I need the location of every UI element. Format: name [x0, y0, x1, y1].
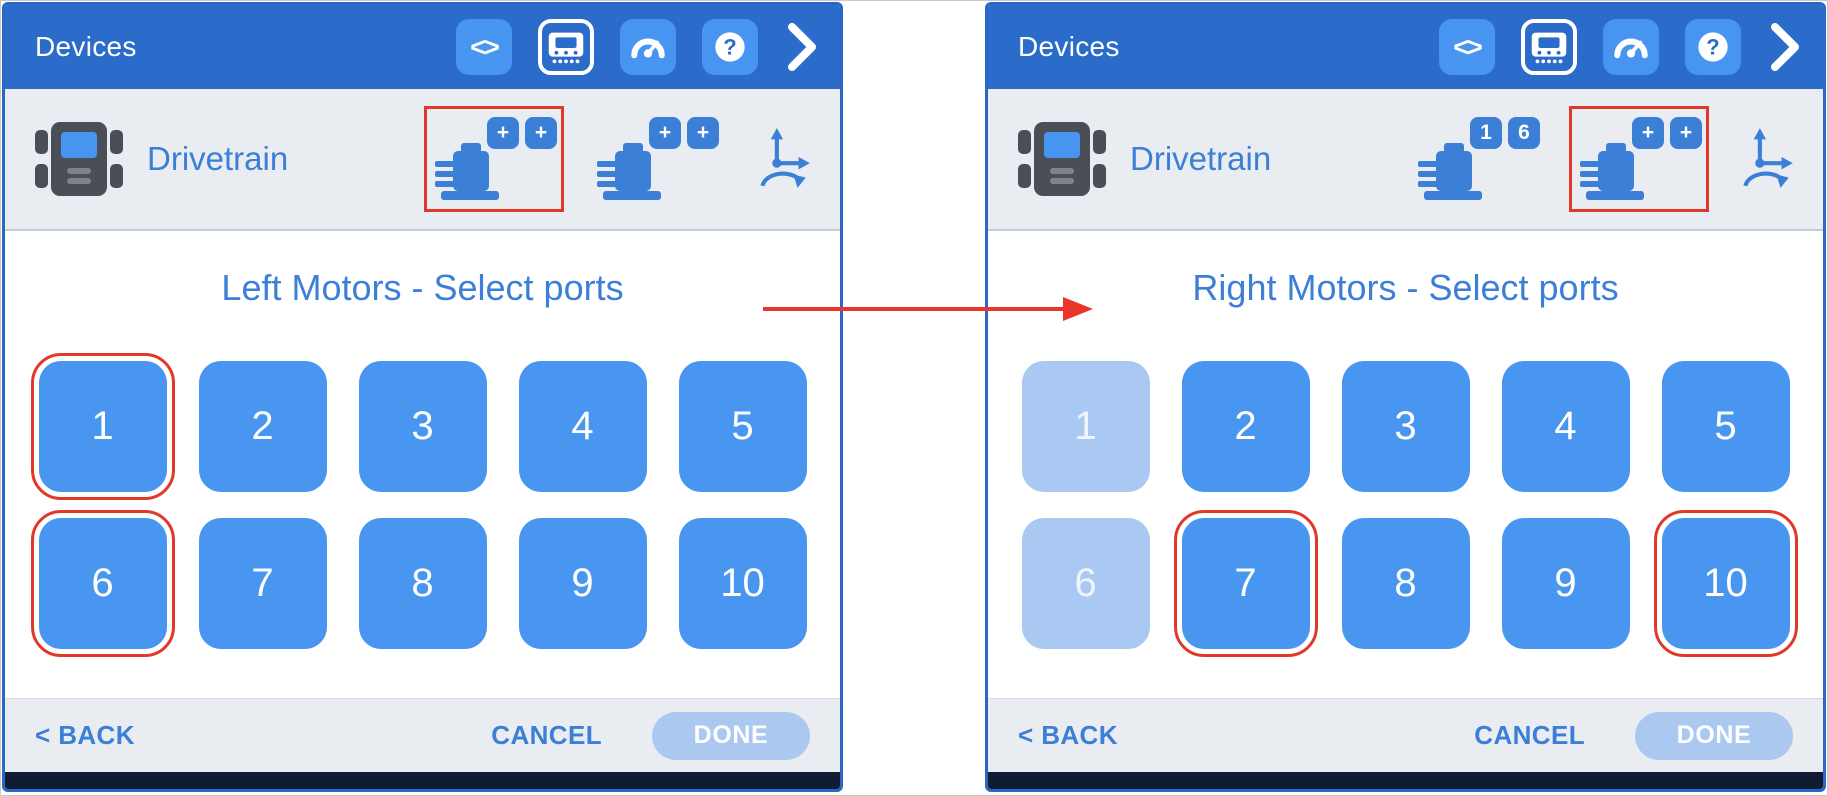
brain-icon: [548, 32, 584, 64]
gyro-button[interactable]: [1731, 126, 1797, 192]
gauge-icon: [631, 38, 665, 59]
port-button-8[interactable]: 8: [358, 518, 487, 649]
motor-group-icon: [597, 143, 661, 200]
motor-badge: +: [649, 117, 681, 149]
bottom-strip: [988, 772, 1823, 789]
port-button-7[interactable]: 7: [198, 518, 327, 649]
code-view-button[interactable]: <>: [1439, 19, 1495, 75]
port-select-content: Left Motors - Select ports 1 2 3 4 5 6 7…: [5, 231, 840, 698]
motor-badge: +: [487, 117, 519, 149]
chevron-right-icon: [1771, 23, 1799, 71]
motor-group-icon: [1580, 143, 1644, 200]
footer-bar: < BACK CANCEL DONE: [988, 698, 1823, 772]
help-icon: ?: [715, 32, 745, 62]
devices-view-button[interactable]: [538, 19, 594, 75]
drivetrain-toolbar: Drivetrain 1 6: [988, 89, 1823, 231]
port-select-content: Right Motors - Select ports 1 2 3 4 5 6 …: [988, 231, 1823, 698]
motor-badge: +: [1670, 117, 1702, 149]
gyro-icon: [760, 128, 810, 188]
chevron-right-icon: [788, 23, 816, 71]
port-button-2[interactable]: 2: [198, 361, 327, 492]
port-button-4[interactable]: 4: [1501, 361, 1630, 492]
page-title: Devices: [35, 31, 137, 62]
panel-left-motors: Devices <>: [2, 2, 843, 792]
svg-text:?: ?: [723, 34, 736, 59]
port-button-5[interactable]: 5: [1661, 361, 1790, 492]
port-button-8[interactable]: 8: [1341, 518, 1470, 649]
toolbar-config-icons: + + + +: [424, 106, 814, 212]
gyro-icon: [1743, 128, 1793, 188]
motor-badge: +: [687, 117, 719, 149]
motor-group-badges: + +: [1632, 117, 1702, 149]
port-button-1[interactable]: 1: [1021, 361, 1150, 492]
drivetrain-toolbar: Drivetrain + +: [5, 89, 840, 231]
svg-text:?: ?: [1706, 34, 1719, 59]
bottom-strip: [5, 772, 840, 789]
motor-group-icon: [435, 143, 499, 200]
expand-panel-button[interactable]: [786, 19, 818, 75]
port-button-5[interactable]: 5: [678, 361, 807, 492]
cancel-button[interactable]: CANCEL: [491, 720, 602, 750]
port-button-1[interactable]: 1: [30, 353, 175, 500]
left-motor-group-button[interactable]: 1 6: [1407, 106, 1547, 212]
port-button-10[interactable]: 10: [678, 518, 807, 649]
port-button-7[interactable]: 7: [1173, 510, 1318, 657]
gyro-button[interactable]: [748, 126, 814, 192]
code-view-button[interactable]: <>: [456, 19, 512, 75]
drivetrain-icon: [1018, 122, 1106, 196]
code-icon: <>: [470, 31, 500, 62]
gauge-icon: [1614, 38, 1648, 59]
header-icon-row: <>: [1439, 19, 1801, 75]
motor-badge: 6: [1508, 117, 1540, 149]
help-icon: ?: [1698, 32, 1728, 62]
drivetrain-label: Drivetrain: [147, 140, 289, 177]
devices-header: Devices <>: [988, 5, 1823, 89]
dashboard-button[interactable]: [620, 19, 676, 75]
footer-bar: < BACK CANCEL DONE: [5, 698, 840, 772]
motor-badge: +: [525, 117, 557, 149]
brain-icon: [1531, 32, 1567, 64]
port-grid: 1 2 3 4 5 6 7 8 9 10: [30, 353, 807, 657]
motor-group-badges: 1 6: [1470, 117, 1540, 149]
toolbar-config-icons: 1 6 + +: [1407, 106, 1797, 212]
port-button-3[interactable]: 3: [1341, 361, 1470, 492]
done-button[interactable]: DONE: [652, 711, 810, 760]
panel-right-motors: Devices <>: [985, 2, 1826, 792]
expand-panel-button[interactable]: [1769, 19, 1801, 75]
cancel-button[interactable]: CANCEL: [1474, 720, 1585, 750]
drivetrain-label: Drivetrain: [1130, 140, 1272, 177]
port-button-4[interactable]: 4: [518, 361, 647, 492]
left-motor-group-button[interactable]: + +: [424, 106, 564, 212]
done-button[interactable]: DONE: [1635, 711, 1793, 760]
right-motor-group-button[interactable]: + +: [586, 106, 726, 212]
motor-group-icon: [1418, 143, 1482, 200]
motor-badge: 1: [1470, 117, 1502, 149]
port-button-2[interactable]: 2: [1181, 361, 1310, 492]
help-button[interactable]: ?: [1685, 19, 1741, 75]
port-select-title: Right Motors - Select ports: [1192, 267, 1619, 308]
back-button[interactable]: < BACK: [1018, 720, 1118, 750]
motor-group-badges: + +: [487, 117, 557, 149]
code-icon: <>: [1453, 31, 1483, 62]
devices-header: Devices <>: [5, 5, 840, 89]
port-button-9[interactable]: 9: [1501, 518, 1630, 649]
devices-view-button[interactable]: [1521, 19, 1577, 75]
page-title: Devices: [1018, 31, 1120, 62]
port-button-3[interactable]: 3: [358, 361, 487, 492]
help-button[interactable]: ?: [702, 19, 758, 75]
right-motor-group-button[interactable]: + +: [1569, 106, 1709, 212]
dashboard-button[interactable]: [1603, 19, 1659, 75]
header-icon-row: <>: [456, 19, 818, 75]
port-button-6[interactable]: 6: [30, 510, 175, 657]
motor-group-badges: + +: [649, 117, 719, 149]
transition-arrow-icon: [763, 297, 1093, 321]
drivetrain-icon: [35, 122, 123, 196]
motor-badge: +: [1632, 117, 1664, 149]
port-button-10[interactable]: 10: [1653, 510, 1798, 657]
port-grid: 1 2 3 4 5 6 7 8 9 10: [1021, 361, 1798, 657]
back-button[interactable]: < BACK: [35, 720, 135, 750]
port-button-9[interactable]: 9: [518, 518, 647, 649]
port-select-title: Left Motors - Select ports: [221, 267, 624, 308]
port-button-6[interactable]: 6: [1021, 518, 1150, 649]
